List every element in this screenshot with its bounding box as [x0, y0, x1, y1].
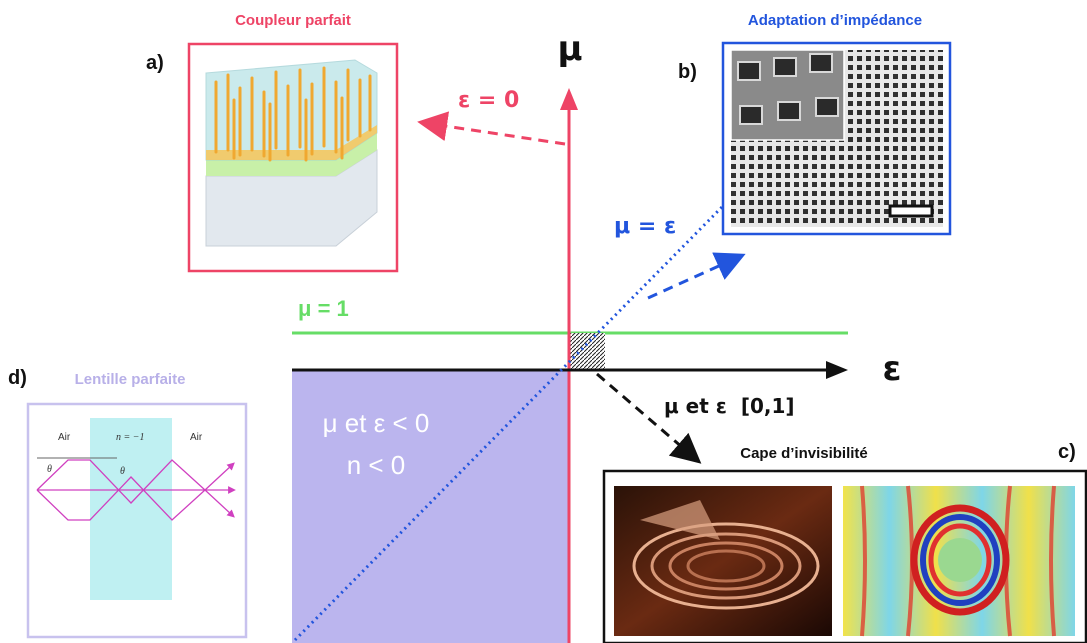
arrow-to-a	[417, 111, 566, 146]
lens-air-left: Air	[58, 432, 71, 443]
perfect-lens-illustration: Air n = −1 Air θ θ	[36, 418, 236, 600]
eps-axis-label: ε	[883, 349, 902, 389]
arrow-to-c	[596, 372, 702, 464]
scale-bar	[888, 204, 934, 218]
lens-air-right: Air	[190, 432, 203, 443]
fishnet-sem-image	[730, 49, 943, 227]
lens-index-label: n = −1	[116, 432, 145, 443]
eps-zero-label: ε = 0	[458, 88, 519, 113]
mu-eq-eps-label: μ = ε	[614, 214, 676, 239]
panel-c-title: Cape d’invisibilité	[740, 445, 868, 462]
panel-c-tag: c)	[1058, 441, 1076, 463]
lens-theta-right: θ	[120, 466, 125, 477]
panel-d-title: Lentille parfaite	[75, 371, 186, 388]
unit-box	[569, 333, 605, 370]
wire-medium-illustration	[205, 59, 378, 247]
negative-quadrant-line2: n < 0	[347, 450, 406, 480]
panel-a-title: Coupleur parfait	[235, 12, 351, 29]
unit-box-label: μ et ε [0,1]	[664, 394, 795, 418]
arrow-to-b	[647, 252, 746, 300]
mu-axis-label: μ	[557, 29, 582, 69]
eps-axis-arrowhead	[826, 361, 848, 379]
panel-a-tag: a)	[146, 52, 164, 74]
negative-quadrant-line1: μ et ε < 0	[323, 408, 430, 438]
mu-one-label: μ = 1	[298, 296, 349, 321]
panel-d-tag: d)	[8, 367, 27, 389]
panel-b-title: Adaptation d’impédance	[748, 12, 922, 29]
cloak-device-image	[614, 486, 832, 636]
panel-b-tag: b)	[678, 61, 697, 83]
mu-axis-arrowhead	[560, 88, 578, 110]
field-simulation-image	[843, 485, 1075, 637]
lens-theta-left: θ	[47, 464, 52, 475]
